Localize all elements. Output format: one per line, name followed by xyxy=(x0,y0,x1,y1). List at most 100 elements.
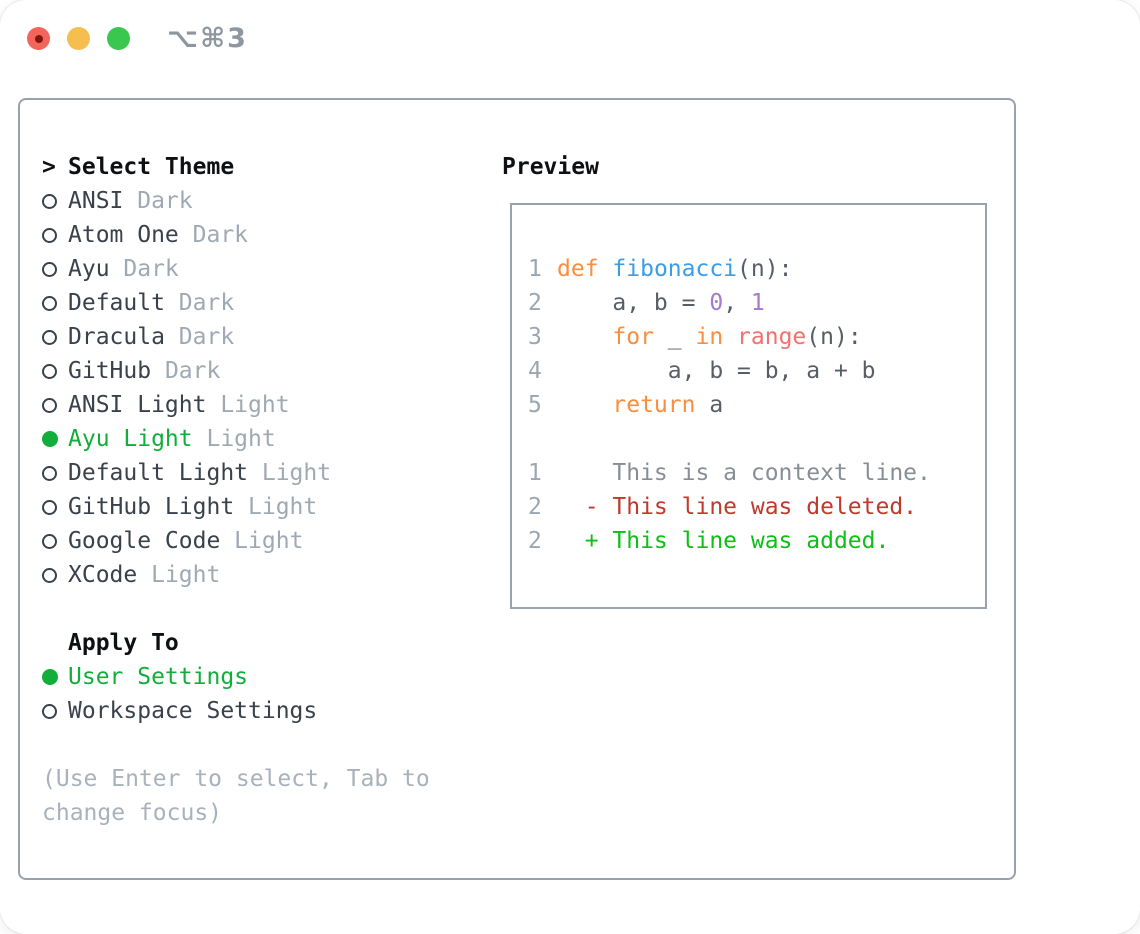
zoom-button[interactable] xyxy=(107,27,130,50)
radio-unselected-icon xyxy=(42,295,57,311)
code-line: 2 + This line was added. xyxy=(528,524,985,558)
preview-heading: Preview xyxy=(502,154,599,180)
code-token-builtin: range xyxy=(737,324,807,350)
option-label: Default Light xyxy=(68,460,249,486)
option-label: Atom One xyxy=(68,222,179,248)
select-theme-heading: Select Theme xyxy=(68,154,235,180)
option-label: Ayu Light xyxy=(68,426,193,452)
apply-to-heading: Apply To xyxy=(68,630,179,656)
line-number: 1 xyxy=(528,256,542,282)
option-variant-label: Light xyxy=(220,528,304,554)
spacer xyxy=(42,592,478,626)
code-token-deleted: - This line was deleted. xyxy=(557,494,918,520)
theme-option[interactable]: ANSI Light Light xyxy=(42,388,478,422)
radio-unselected-icon xyxy=(42,329,57,345)
radio-selected-icon xyxy=(42,669,58,685)
code-token-number: 0 xyxy=(709,290,724,316)
code-token-default xyxy=(557,392,612,418)
radio-unselected-icon xyxy=(42,193,57,209)
code-token-context: This is a context line. xyxy=(557,460,931,486)
radio-unselected-icon xyxy=(42,363,57,379)
code-content: a, b = b, a + b xyxy=(557,358,876,384)
code-token-default: a, b = b, a + b xyxy=(557,358,876,384)
option-label: Google Code xyxy=(68,528,221,554)
minimize-button[interactable] xyxy=(67,27,90,50)
radio-unselected-icon xyxy=(42,567,57,583)
code-token-default: , xyxy=(723,290,751,316)
line-number: 4 xyxy=(528,358,542,384)
option-variant-label: Dark xyxy=(109,256,179,282)
code-token-default xyxy=(557,324,612,350)
option-label: Dracula xyxy=(68,324,165,350)
hint-text: (Use Enter to select, Tab to change focu… xyxy=(42,766,430,826)
code-line: 5 return a xyxy=(528,388,985,422)
radio-unselected-icon xyxy=(42,499,57,515)
option-variant-label: Dark xyxy=(178,222,249,248)
code-token-default xyxy=(599,256,613,282)
radio-unselected-icon xyxy=(42,397,57,413)
code-content: return a xyxy=(557,392,723,418)
apply-to-option[interactable]: User Settings xyxy=(42,660,478,694)
close-button[interactable] xyxy=(27,27,50,50)
line-number: 2 xyxy=(528,528,542,554)
theme-option[interactable]: Default Dark xyxy=(42,286,478,320)
code-token-default: (n): xyxy=(737,256,793,282)
apply-to-header: Apply To xyxy=(42,626,478,660)
theme-option[interactable]: GitHub Light Light xyxy=(42,490,478,524)
option-label: Default xyxy=(68,290,165,316)
apply-to-option[interactable]: Workspace Settings xyxy=(42,694,478,728)
selection-prompt-icon: > xyxy=(42,154,56,180)
window-title: ⌥⌘3 xyxy=(167,23,248,54)
code-content: def fibonacci(n): xyxy=(557,256,792,282)
theme-option[interactable]: Dracula Dark xyxy=(42,320,478,354)
theme-option[interactable]: Ayu Light Light xyxy=(42,422,478,456)
code-line: 4 a, b = b, a + b xyxy=(528,354,985,388)
theme-option[interactable]: ANSI Dark xyxy=(42,184,478,218)
code-content: - This line was deleted. xyxy=(557,494,917,520)
code-line: 1 def fibonacci(n): xyxy=(528,252,985,286)
theme-option[interactable]: Google Code Light xyxy=(42,524,478,558)
option-variant-label: Dark xyxy=(164,324,235,350)
line-number: 2 xyxy=(528,494,542,520)
option-variant-label: Light xyxy=(192,426,276,452)
option-variant-label: Dark xyxy=(151,358,221,384)
code-token-default xyxy=(723,324,737,350)
option-label: XCode xyxy=(68,562,138,588)
titlebar: ⌥⌘3 xyxy=(0,0,1140,76)
option-label: User Settings xyxy=(68,664,249,690)
select-theme-header: > Select Theme xyxy=(42,150,478,184)
code-token-keyword: return xyxy=(612,392,696,418)
option-label: GitHub Light xyxy=(68,494,235,520)
radio-unselected-icon xyxy=(42,703,57,719)
radio-selected-icon xyxy=(42,431,58,447)
line-number: 2 xyxy=(528,290,542,316)
theme-option[interactable]: GitHub Dark xyxy=(42,354,478,388)
code-line: 1 This is a context line. xyxy=(528,456,985,490)
code-line: 2 a, b = 0, 1 xyxy=(528,286,985,320)
code-token-default: a xyxy=(695,392,724,418)
code-content: + This line was added. xyxy=(557,528,890,554)
theme-option[interactable]: Default Light Light xyxy=(42,456,478,490)
theme-option[interactable]: XCode Light xyxy=(42,558,478,592)
code-token-default: _ xyxy=(653,324,696,350)
radio-unselected-icon xyxy=(42,227,57,243)
line-number: 1 xyxy=(528,460,542,486)
radio-unselected-icon xyxy=(42,533,57,549)
unsaved-changes-dot-icon xyxy=(34,34,43,43)
option-label: Ayu xyxy=(68,256,110,282)
option-label: ANSI Light xyxy=(68,392,207,418)
code-line: 3 for _ in range(n): xyxy=(528,320,985,354)
code-token-default: (n): xyxy=(806,324,862,350)
option-variant-label: Light xyxy=(234,494,318,520)
code-token-keyword: def xyxy=(557,256,599,282)
theme-option[interactable]: Atom One Dark xyxy=(42,218,478,252)
theme-option[interactable]: Ayu Dark xyxy=(42,252,478,286)
option-variant-label: Dark xyxy=(164,290,235,316)
code-line: 2 - This line was deleted. xyxy=(528,490,985,524)
